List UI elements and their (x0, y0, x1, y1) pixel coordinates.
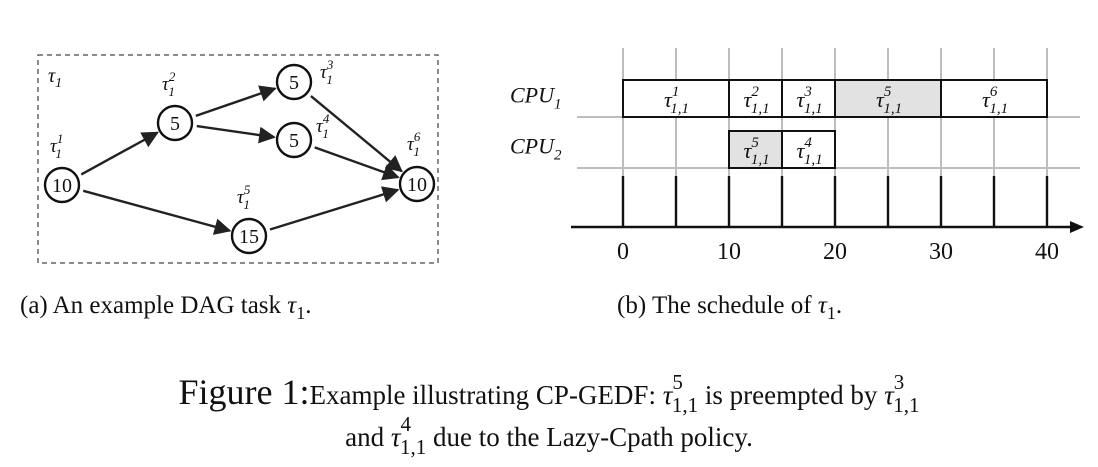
dag-edge-n1-n5 (82, 189, 232, 235)
dag-edge-n2-n3 (195, 85, 277, 117)
node-weight: 5 (170, 113, 180, 135)
figure-caption-line1: Figure 1:Example illustrating CP-GEDF: τ… (178, 370, 919, 417)
dag-edges (80, 85, 403, 235)
axis-tick-label: 0 (617, 239, 629, 265)
segment-box (834, 79, 942, 118)
dag-edge-n4-n6 (314, 146, 400, 181)
cpu-label-1: CPU1 (510, 83, 562, 113)
axis-tick-label: 20 (823, 239, 847, 265)
dag-edge-n2-n4 (196, 124, 276, 144)
segment-box (728, 79, 783, 118)
node-weight: 5 (289, 72, 299, 94)
node-circle (43, 166, 81, 204)
axis-tick-label: 40 (1035, 239, 1059, 265)
node-weight: 15 (239, 226, 259, 248)
node-circle (156, 104, 194, 142)
node-circle (230, 217, 268, 255)
axis-tick-label: 30 (929, 239, 953, 265)
dag-edge-n5-n6 (269, 186, 400, 231)
dag-edge-n1-n2 (80, 131, 159, 176)
cpu-label-2: CPU2 (510, 134, 562, 164)
dag-dashed-border (37, 54, 439, 264)
node-weight: 5 (289, 130, 299, 152)
dag-task-label: τ1 (48, 65, 62, 91)
segment-box (728, 130, 783, 169)
node-weight: 10 (52, 175, 72, 197)
segment-box (940, 79, 1048, 118)
time-axis: 0 10 20 30 40 (571, 176, 1084, 265)
dag-caption: (a) An example DAG task τ1. (20, 292, 312, 323)
schedule-caption: (b) The schedule of τ1. (617, 292, 842, 323)
node-circle (275, 63, 313, 101)
segment-box (781, 79, 836, 118)
time-axis-arrowhead (1070, 221, 1084, 233)
segment-box (781, 130, 836, 169)
node-weight: 10 (407, 174, 427, 196)
node-circle (275, 121, 313, 159)
segment-box (622, 79, 730, 118)
dag-edge-n3-n6 (310, 95, 403, 173)
axis-tick-label: 10 (717, 239, 741, 265)
node-circle (398, 165, 436, 203)
